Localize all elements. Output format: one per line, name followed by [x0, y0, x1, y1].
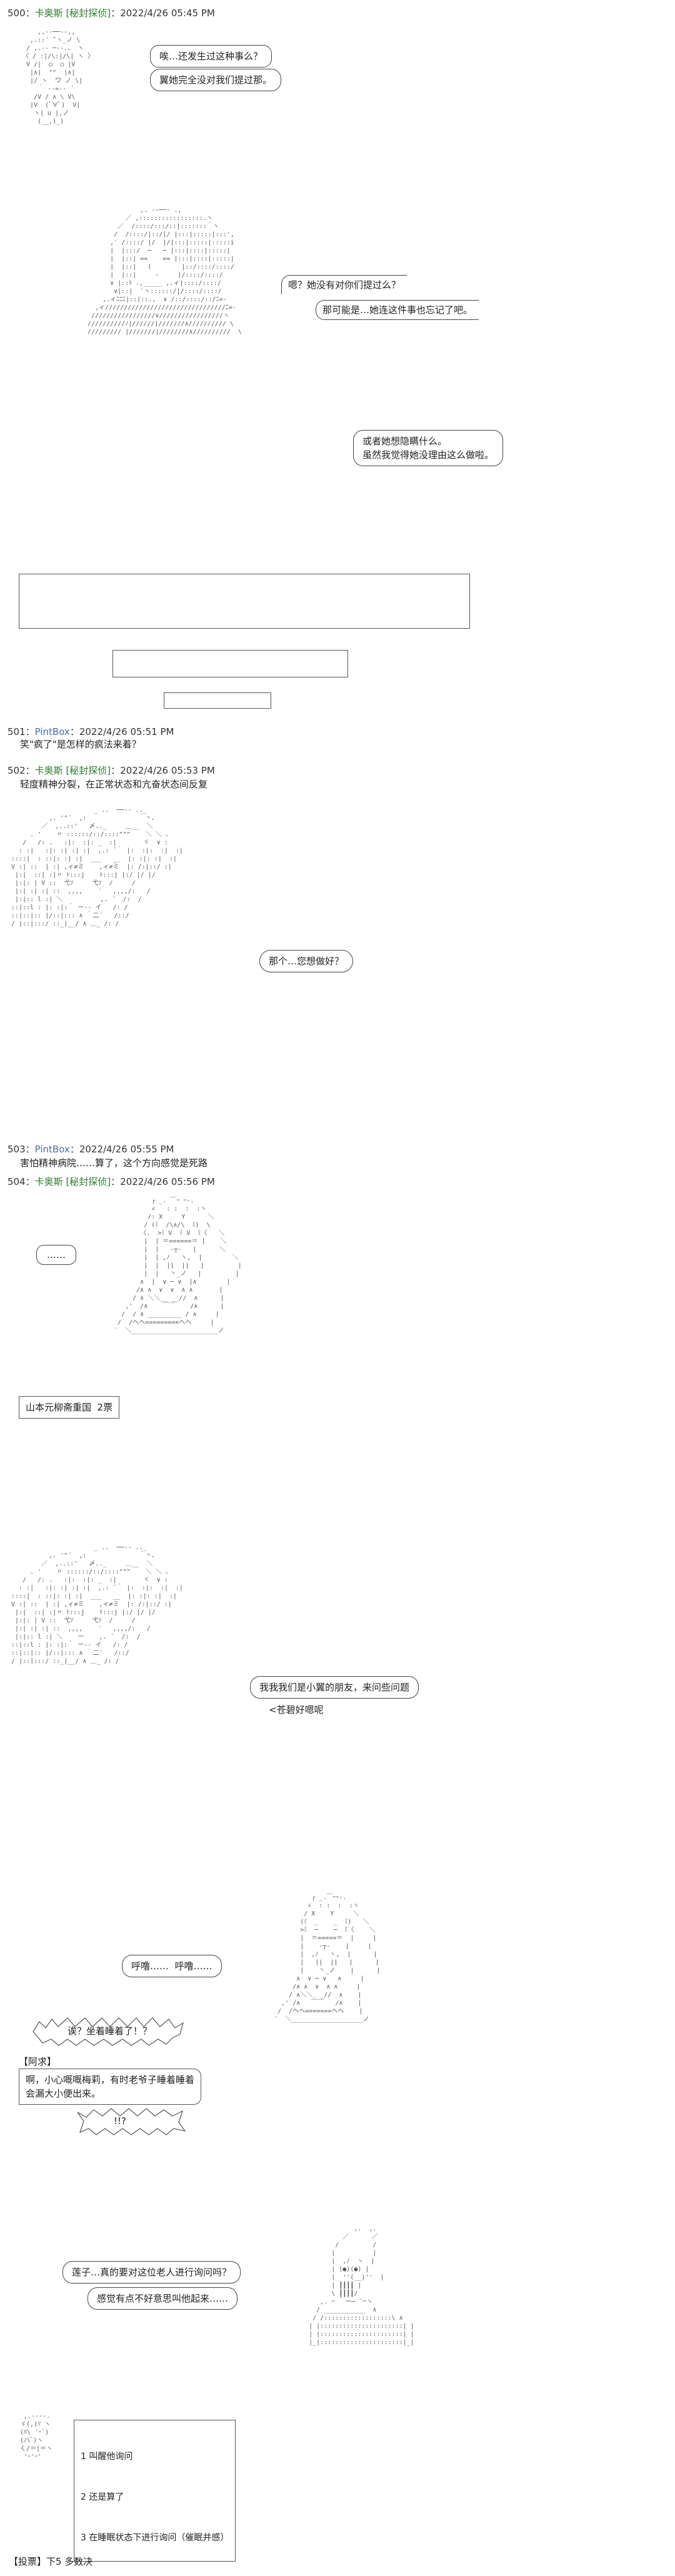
blank-panel — [112, 650, 348, 677]
post-body: 害怕精神病院……算了，这个方向感觉是死路 — [20, 1157, 208, 1169]
speech-bubble: 唉…还发生过这种事么？ — [150, 45, 272, 67]
post-timestamp: 2022/4/26 05:51 PM — [79, 726, 174, 737]
post-number: 501 — [8, 726, 26, 737]
aside-text: <苍碧好嗯呢 — [269, 1704, 324, 1715]
dialogue-box: 啊，小心嘅嘅梅莉，有时老爷子睡着睡着 会漏大小便出来。 — [19, 2069, 202, 2105]
speech-bubble: 那可能是…她连这件事也忘记了吧。 — [316, 300, 479, 320]
post-header-501: 501：PintBox：2022/4/26 05:51 PM — [8, 726, 174, 737]
ascii-art-character: ┌ _.￣ｰｰ-. ∠ : : : :ヽ / X Y ＼ (ﾐ _ _ ﾐ) ＼… — [274, 1894, 381, 2023]
choice-item[interactable]: 3 在睡眠状态下进行询问（催眠并感） — [81, 2533, 229, 2543]
post-thread[interactable]: [秘封探侦] — [66, 765, 111, 776]
speech-bubble: 感觉有点不好意思叫他起来…… — [88, 2287, 238, 2310]
burst-outline-icon — [77, 2108, 186, 2135]
ascii-art-character: _ .. ──-- .._ ,. '"´ ,: ｀丶、 ／ ,..::' 〆..… — [11, 807, 183, 927]
post-header-504: 504：卡奥斯 [秘封探侦]：2022/4/26 05:56 PM — [8, 1176, 215, 1187]
post-timestamp: 2022/4/26 05:55 PM — [79, 1144, 174, 1155]
speaker-label: 【阿求】 — [19, 2056, 57, 2067]
post-header-502: 502：卡奥斯 [秘封探侦]：2022/4/26 05:53 PM — [8, 765, 215, 776]
speech-bubble: 或者她想隐瞒什么。 虽然我觉得她没理由这么做啦。 — [353, 430, 504, 466]
speech-bubble: 呼噜…… 呼噜…… — [122, 1955, 222, 1977]
blank-panel — [19, 574, 470, 629]
ascii-art-character: ,.----. ゞ(,)ｿ ヽ (ﾊ\ ´ｰ`) (ハﾞ)ヽ く/＝|＝ヽ 'ｰ… — [20, 2413, 53, 2460]
post-number: 502 — [8, 765, 26, 776]
post-thread[interactable]: [秘封探侦] — [66, 7, 111, 19]
post-body: 轻度精神分裂，在正常状态和亢奋状态间反复 — [20, 779, 208, 790]
post-timestamp: 2022/4/26 05:56 PM — [120, 1176, 215, 1187]
blank-panel — [164, 692, 271, 709]
post-header-503: 503：PintBox：2022/4/26 05:55 PM — [8, 1144, 174, 1155]
speech-bubble: 那个…您想做好？ — [259, 950, 354, 972]
choice-item[interactable]: 2 还是算了 — [81, 2492, 124, 2502]
exclaim-burst: !!? — [75, 2106, 188, 2137]
post-header-500: 500：卡奥斯 [秘封探侦]：2022/4/26 05:45 PM — [8, 7, 215, 19]
ascii-art-character: ,. ,. ／ ／ / / | | | ,ﾉ ヽ | | (●)(●) | | … — [309, 2225, 414, 2346]
burst-text: 诶？坐着睡着了！？ — [68, 2025, 152, 2037]
burst-outline-icon — [32, 2017, 184, 2046]
speech-bubble: 翼她完全没对我们提过那。 — [150, 69, 282, 91]
post-number: 500 — [8, 7, 26, 19]
post-author[interactable]: 卡奥斯 — [34, 1176, 63, 1187]
post-author[interactable]: 卡奥斯 — [34, 765, 63, 776]
choice-item[interactable]: 1 叫醒他询问 — [81, 2452, 133, 2462]
post-number: 504 — [8, 1176, 26, 1187]
post-author[interactable]: PintBox — [34, 1144, 70, 1155]
speech-bubble: 莲子…真的要对这位老人进行询问吗？ — [62, 2261, 241, 2284]
ascii-art-character: _ .. ──-- .._ ,. '"´ ,: ｀丶、 ／ ,..::' 〆..… — [11, 1544, 183, 1665]
post-author[interactable]: PintBox — [34, 726, 70, 737]
post-timestamp: 2022/4/26 05:53 PM — [120, 765, 215, 776]
speech-bubble: 嗯？她没有对你们提过么？ — [281, 275, 408, 294]
post-thread[interactable]: [秘封探侦] — [66, 1176, 111, 1187]
exclaim-burst: 诶？坐着睡着了！？ — [30, 2015, 186, 2048]
speech-bubble: 我我我们是小翼的朋友，来问些问题 — [250, 1676, 419, 1699]
post-timestamp: 2022/4/26 05:45 PM — [120, 7, 215, 19]
speech-bubble: …… — [36, 1245, 76, 1265]
vote-instruction: 【投票】下5 多数决 — [9, 2556, 93, 2567]
ascii-art-character: ,,--──--,, ,.::´ ̄`ヽ_ノ \ / ,.-‐ ─‐-.、 ヽ … — [22, 29, 94, 125]
ascii-art-character: ┌ _. ￣ｰ ｰ-. ∠ : : : :ヽ /: X Y ＼ / (ﾐ /\∧… — [114, 1197, 242, 1334]
choice-box: 1 叫醒他询问 2 还是算了 3 在睡眠状态下进行询问（催眠并感） — [74, 2420, 236, 2562]
burst-text: !!? — [114, 2115, 126, 2127]
ascii-art-character: ,. -‐──- ., ／ ,:::::::::::::::::.ヽ ／ /::… — [88, 207, 242, 336]
vote-tally-box: 山本元柳斋重国 2票 — [19, 1396, 120, 1419]
post-author[interactable]: 卡奥斯 — [34, 7, 63, 19]
post-number: 503 — [8, 1144, 26, 1155]
post-body: 笑"疯了"是怎样的疯法来着？ — [20, 739, 141, 750]
